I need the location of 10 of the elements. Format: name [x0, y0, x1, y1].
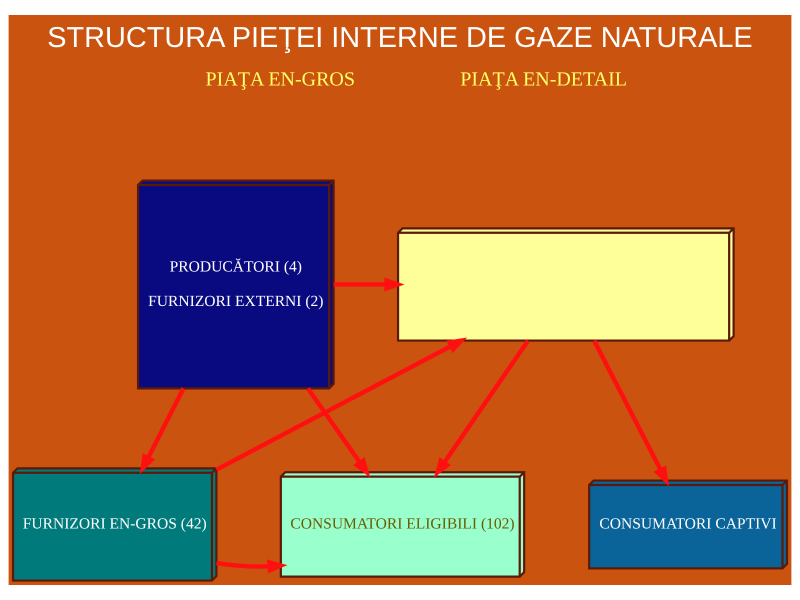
arrow	[434, 339, 530, 478]
arrow	[306, 387, 370, 478]
arrow	[216, 559, 288, 574]
arrow	[334, 277, 404, 292]
label: PIAŢA EN-GROS	[206, 68, 356, 90]
arrow	[592, 340, 670, 486]
diagram-title: STRUCTURA PIEŢEI INTERNE DE GAZE NATURALE	[47, 22, 753, 54]
arrow	[215, 338, 468, 472]
label: PIAŢA EN-DETAIL	[460, 68, 627, 90]
arrow	[140, 387, 186, 474]
